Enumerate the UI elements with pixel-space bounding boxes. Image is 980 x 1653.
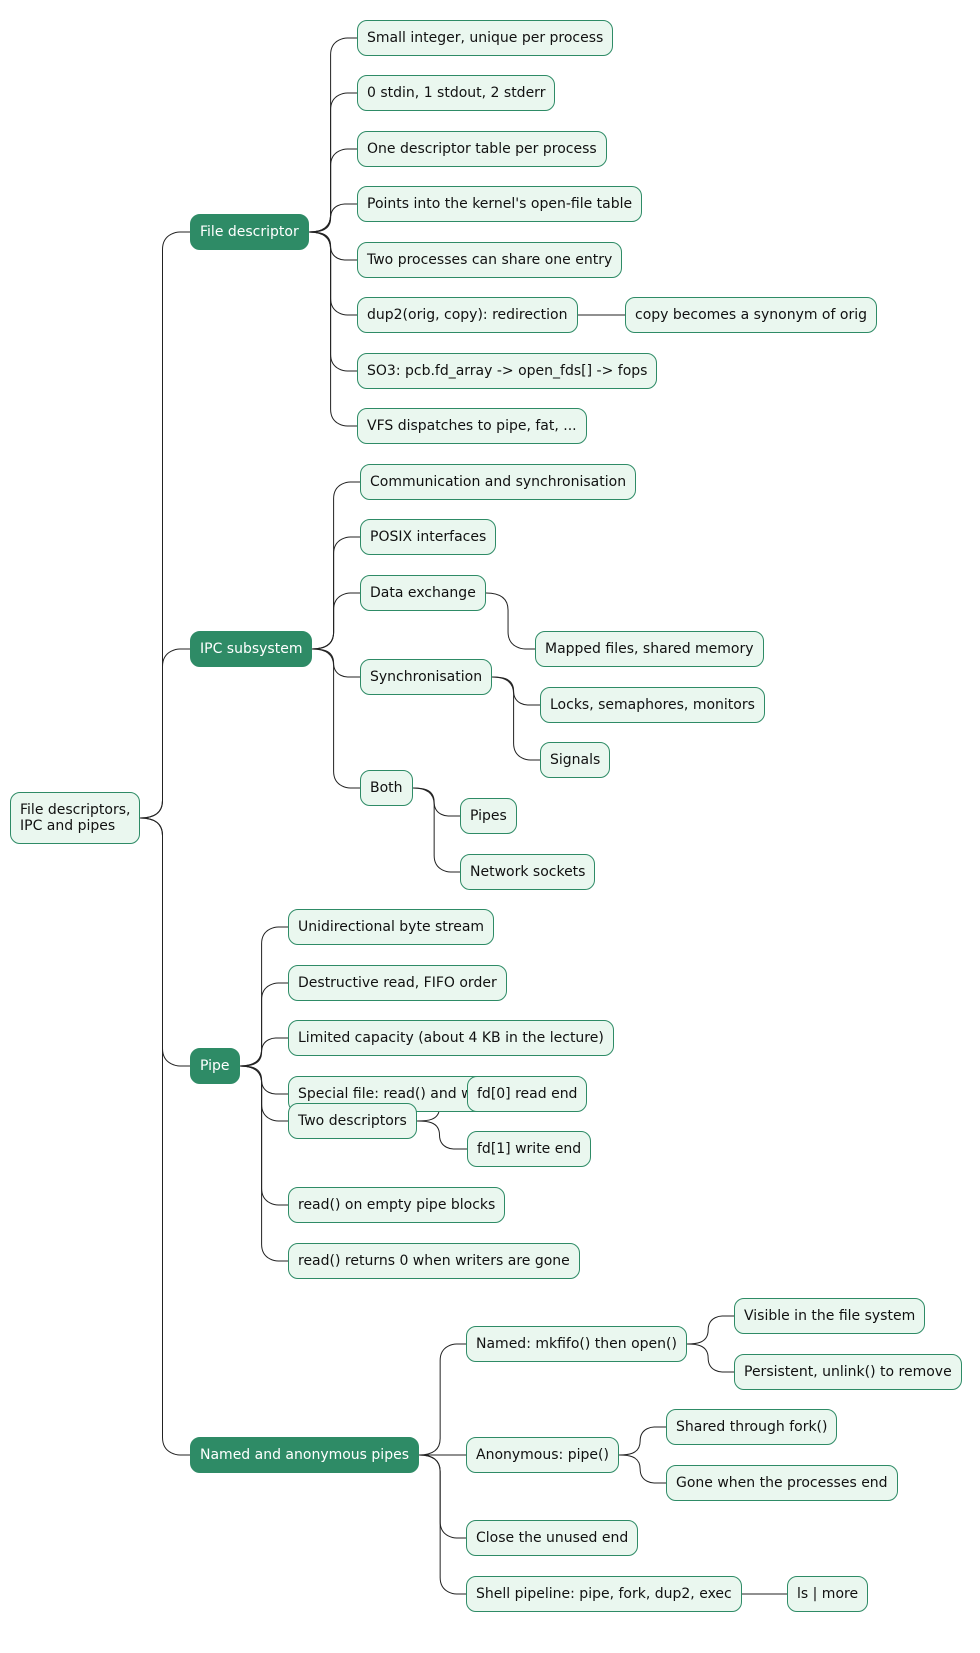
leaf-ipc-mapped-files: Mapped files, shared memory [535,631,764,667]
connector-line [239,1037,288,1067]
connector-line [418,1454,466,1595]
connector-line [308,231,357,372]
connector-line [239,926,288,1067]
connector-line [618,1426,666,1456]
leaf-fd-so3: SO3: pcb.fd_array -> open_fds[] -> fops [357,353,658,389]
connector-line [412,787,460,817]
branch-ipc-subsystem: IPC subsystem [190,631,313,667]
connector-line [485,592,535,650]
connector-line [491,676,540,706]
branch-named-anonymous-pipes: Named and anonymous pipes [190,1437,419,1473]
leaf-fd-shared-entry: Two processes can share one entry [357,242,623,278]
connector-line [239,1065,288,1262]
leaf-ipc-synchronisation: Synchronisation [360,659,493,695]
connector-line [311,648,360,678]
leaf-pipe-write-end: fd[1] write end [467,1131,592,1167]
leaf-pipe-read-blocks: read() on empty pipe blocks [288,1187,506,1223]
connector-line [618,1454,666,1484]
leaf-ipc-locks: Locks, semaphores, monitors [540,687,765,723]
leaf-ipc-both: Both [360,770,413,806]
leaf-fd-small-integer: Small integer, unique per process [357,20,614,56]
connector-line [239,982,288,1067]
connector-line [311,648,360,789]
branch-pipe: Pipe [190,1048,240,1084]
connector-line [418,1454,466,1539]
leaf-anonymous-pipe: Anonymous: pipe() [466,1437,619,1473]
leaf-ipc-pipes: Pipes [460,798,517,834]
leaf-ipc-sockets: Network sockets [460,854,596,890]
connector-line [139,231,190,819]
connector-line [308,231,357,316]
leaf-pipe-two-descriptors: Two descriptors [288,1103,417,1139]
leaf-fd-standard-streams: 0 stdin, 1 stdout, 2 stderr [357,75,556,111]
leaf-named-mkfifo: Named: mkfifo() then open() [466,1326,687,1362]
connector-line [308,231,357,427]
connector-line [308,92,357,233]
leaf-named-persistent: Persistent, unlink() to remove [734,1354,962,1390]
connector-line [311,592,360,650]
connector-line [308,203,357,233]
leaf-shell-ls-more: ls | more [787,1576,869,1612]
leaf-shell-pipeline: Shell pipeline: pipe, fork, dup2, exec [466,1576,742,1612]
leaf-fd-vfs: VFS dispatches to pipe, fat, ... [357,408,587,444]
connector-line [418,1343,466,1456]
leaf-ipc-data-exchange: Data exchange [360,575,486,611]
leaf-anonymous-fork: Shared through fork() [666,1409,838,1445]
connector-line [412,787,460,873]
leaf-pipe-read-returns-zero: read() returns 0 when writers are gone [288,1243,580,1279]
branch-file-descriptor: File descriptor [190,214,309,250]
leaf-ipc-signals: Signals [540,742,611,778]
root-node: File descriptors, IPC and pipes [10,792,141,844]
leaf-pipe-destructive-read: Destructive read, FIFO order [288,965,507,1001]
connector-line [311,481,360,650]
leaf-fd-dup2: dup2(orig, copy): redirection [357,297,578,333]
leaf-pipe-unidirectional: Unidirectional byte stream [288,909,495,945]
connector-line [139,817,190,1456]
leaf-fd-table-per-process: One descriptor table per process [357,131,607,167]
leaf-close-unused-end: Close the unused end [466,1520,639,1556]
leaf-pipe-capacity: Limited capacity (about 4 KB in the lect… [288,1020,614,1056]
leaf-pipe-read-end: fd[0] read end [467,1076,588,1112]
connector-line [491,676,540,761]
leaf-named-visible: Visible in the file system [734,1298,926,1334]
connector-line [308,231,357,261]
connector-line [308,148,357,233]
leaf-anonymous-gone: Gone when the processes end [666,1465,898,1501]
leaf-fd-open-file-table: Points into the kernel's open-file table [357,186,643,222]
leaf-fd-dup2-synonym: copy becomes a synonym of orig [625,297,877,333]
leaf-ipc-posix: POSIX interfaces [360,519,497,555]
connector-line [686,1343,734,1373]
connector-line [239,1065,288,1095]
connector-line [308,37,357,233]
connector-line [139,817,190,1067]
connector-line [416,1120,467,1150]
leaf-ipc-communication: Communication and synchronisation [360,464,637,500]
connector-line [686,1315,734,1345]
connector-line [239,1065,288,1206]
connector-line [139,648,190,819]
